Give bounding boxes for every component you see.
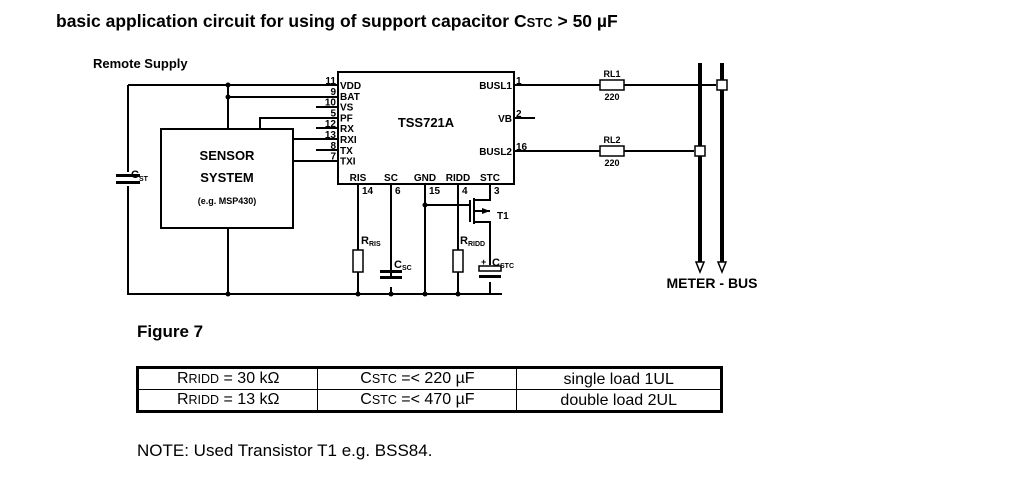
title-suffix: > 50 µF <box>552 11 618 31</box>
ic-pin-label-pf: PF <box>340 113 353 124</box>
cell-main: R <box>176 370 189 387</box>
cell-sub: STC <box>371 393 397 407</box>
cell-sub: RIDD <box>188 372 220 386</box>
meter-bus-label: METER - BUS <box>667 275 758 291</box>
ic-pin-number-6: 6 <box>395 186 401 197</box>
sensor-system-block: SENSOR SYSTEM (e.g. MSP430) <box>160 128 294 229</box>
cell-main: R <box>176 391 189 408</box>
rris-sub: RIS <box>369 241 381 248</box>
cell-sub: STC <box>371 372 397 386</box>
ic-pin-number-10: 10 <box>325 98 337 109</box>
rl1-value: 220 <box>604 92 619 102</box>
capacitor-csc: C SC <box>380 259 412 279</box>
ic-pin-label-ris: RIS <box>350 173 367 184</box>
ic-tss721a: TSS721A VDD11BAT9VS10PF5RX12RXI13TX8TXI7… <box>325 71 528 197</box>
ic-pin-number-4: 4 <box>462 186 468 197</box>
diagram-title: basic application circuit for using of s… <box>56 11 618 32</box>
table-cell: single load 1UL <box>516 367 722 390</box>
ic-pin-number-13: 13 <box>325 130 337 141</box>
cst-label: C <box>131 169 139 181</box>
sensor-line2: SYSTEM <box>200 170 253 185</box>
ic-pin-number-2: 2 <box>516 109 522 120</box>
ic-pin-number-14: 14 <box>362 186 374 197</box>
resistor-rridd: R RIDD <box>452 235 485 273</box>
ic-pin-label-rx: RX <box>340 124 354 135</box>
table-cell: CSTC =< 470 µF <box>317 389 518 412</box>
sensor-line3: (e.g. MSP430) <box>198 196 257 206</box>
capacitor-spec-table: RRIDD = 30 kΩ CSTC =< 220 µF single load… <box>136 366 723 413</box>
cell-main: C <box>360 391 372 408</box>
ic-pin-number-16: 16 <box>516 142 528 153</box>
capacitor-cst: C ST <box>116 169 149 184</box>
cstc-sub: STC <box>500 263 514 270</box>
title-prefix: basic application circuit for using of s… <box>56 11 527 31</box>
ic-pin-label-rxi: RXI <box>340 135 357 146</box>
sensor-line1: SENSOR <box>200 148 256 163</box>
cst-sub: ST <box>139 176 149 183</box>
table-row: RRIDD = 13 kΩ CSTC =< 470 µF double load… <box>136 389 722 412</box>
note-text: NOTE: Used Transistor T1 e.g. BSS84. <box>137 441 433 460</box>
t1-label: T1 <box>497 211 509 222</box>
cell-rest: =< 220 µF <box>396 370 475 387</box>
ic-pin-number-15: 15 <box>429 186 441 197</box>
ic-pin-number-7: 7 <box>330 152 336 163</box>
table-cell: RRIDD = 30 kΩ <box>136 367 319 390</box>
rl1-name: RL1 <box>603 69 620 79</box>
resistor-rris: R RIS <box>352 235 381 273</box>
ic-name: TSS721A <box>398 115 455 130</box>
cell-sub: RIDD <box>188 393 220 407</box>
ic-pin-number-8: 8 <box>330 141 336 152</box>
csc-label: C <box>394 259 402 271</box>
resistor-rl2: RL2 220 <box>599 135 625 168</box>
rridd-label: R <box>460 235 468 247</box>
ic-pin-number-3: 3 <box>494 186 500 197</box>
csc-sub: SC <box>402 265 412 272</box>
rris-label: R <box>361 235 369 247</box>
ic-pin-label-tx: TX <box>340 146 353 157</box>
remote-supply-label: Remote Supply <box>93 56 188 71</box>
ic-pin-label-stc: STC <box>480 173 500 184</box>
table-row: RRIDD = 30 kΩ CSTC =< 220 µF single load… <box>136 367 722 390</box>
ic-pin-number-11: 11 <box>325 76 336 87</box>
meter-bus: METER - BUS <box>667 63 758 291</box>
ic-pin-label-busl2: BUSL2 <box>479 147 512 158</box>
cell-rest: = 30 kΩ <box>219 370 280 387</box>
ic-pin-label-ridd: RIDD <box>446 173 470 184</box>
table-cell: RRIDD = 13 kΩ <box>136 389 319 412</box>
ic-pin-number-1: 1 <box>516 76 522 87</box>
ic-pin-label-vdd: VDD <box>340 81 361 92</box>
capacitor-cstc: + C STC <box>478 257 514 278</box>
rl2-value: 220 <box>604 158 619 168</box>
ic-pin-label-sc: SC <box>384 173 398 184</box>
ic-pin-number-5: 5 <box>330 108 336 119</box>
figure-label: Figure 7 <box>137 322 204 341</box>
title-subscript: STC <box>526 15 553 30</box>
ic-pin-label-gnd: GND <box>414 173 436 184</box>
table-cell: CSTC =< 220 µF <box>317 367 518 390</box>
wire-pf <box>259 117 338 128</box>
table-cell: double load 2UL <box>516 389 722 412</box>
t1-arrow-icon <box>482 208 490 214</box>
rridd-sub: RIDD <box>468 241 485 248</box>
ic-pin-number-12: 12 <box>325 119 337 130</box>
cstc-polarity: + <box>481 257 486 267</box>
ic-pin-label-txi: TXI <box>340 157 356 168</box>
ic-pin-label-vb: VB <box>498 114 512 125</box>
cstc-label: C <box>492 257 500 269</box>
ic-pin-number-9: 9 <box>330 87 336 98</box>
cell-main: C <box>360 370 372 387</box>
ic-pin-label-busl1: BUSL1 <box>479 81 512 92</box>
rl2-name: RL2 <box>603 135 620 145</box>
resistor-rl1: RL1 220 <box>599 69 625 102</box>
ic-pin-label-bat: BAT <box>340 92 360 103</box>
ic-pin-label-vs: VS <box>340 103 354 114</box>
cell-rest: =< 470 µF <box>396 391 475 408</box>
cell-rest: = 13 kΩ <box>219 391 280 408</box>
